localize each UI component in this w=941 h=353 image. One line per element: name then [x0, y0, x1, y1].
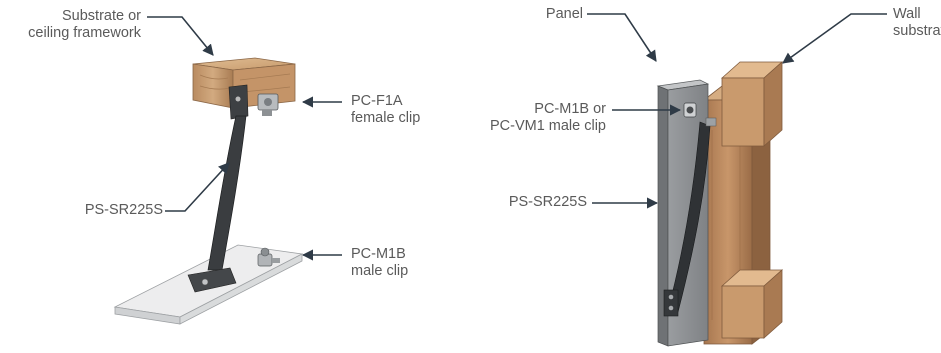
- female-clip: [257, 93, 279, 116]
- bracket-screw: [235, 96, 241, 102]
- arrow-left-strap: [165, 162, 230, 212]
- label-left-strap: PS-SR225S: [84, 202, 163, 218]
- arrow-wall-substrate: [782, 13, 887, 64]
- male-clip: [257, 247, 280, 267]
- label-wall-substrate: Wall substrate: [893, 6, 941, 39]
- label-substrate: Substrate or ceiling framework: [28, 8, 141, 41]
- label-female-clip: PC-F1A female clip: [351, 93, 421, 126]
- arrow-panel: [587, 13, 657, 62]
- bottom-timber: [720, 269, 784, 339]
- strap-screw-2: [668, 305, 674, 311]
- leader-lines: [147, 13, 887, 261]
- left-figure-art: [113, 57, 304, 325]
- label-right-strap: PS-SR225S: [508, 194, 587, 210]
- top-bracket: [228, 84, 249, 120]
- label-right-clip: PC-M1B or PC-VM1 male clip: [489, 101, 606, 134]
- right-figure-art: [656, 61, 784, 347]
- bottom-screw: [201, 278, 209, 286]
- top-timber: [720, 61, 784, 147]
- right-male-clip: [683, 102, 717, 127]
- label-male-clip: PC-M1B male clip: [351, 246, 409, 279]
- arrow-substrate: [147, 16, 214, 56]
- substrate-block: [192, 57, 296, 109]
- label-panel: Panel: [545, 6, 583, 22]
- bottom-bracket: [187, 267, 237, 293]
- strap-screw-1: [668, 294, 674, 300]
- strap-bracket: [663, 289, 679, 317]
